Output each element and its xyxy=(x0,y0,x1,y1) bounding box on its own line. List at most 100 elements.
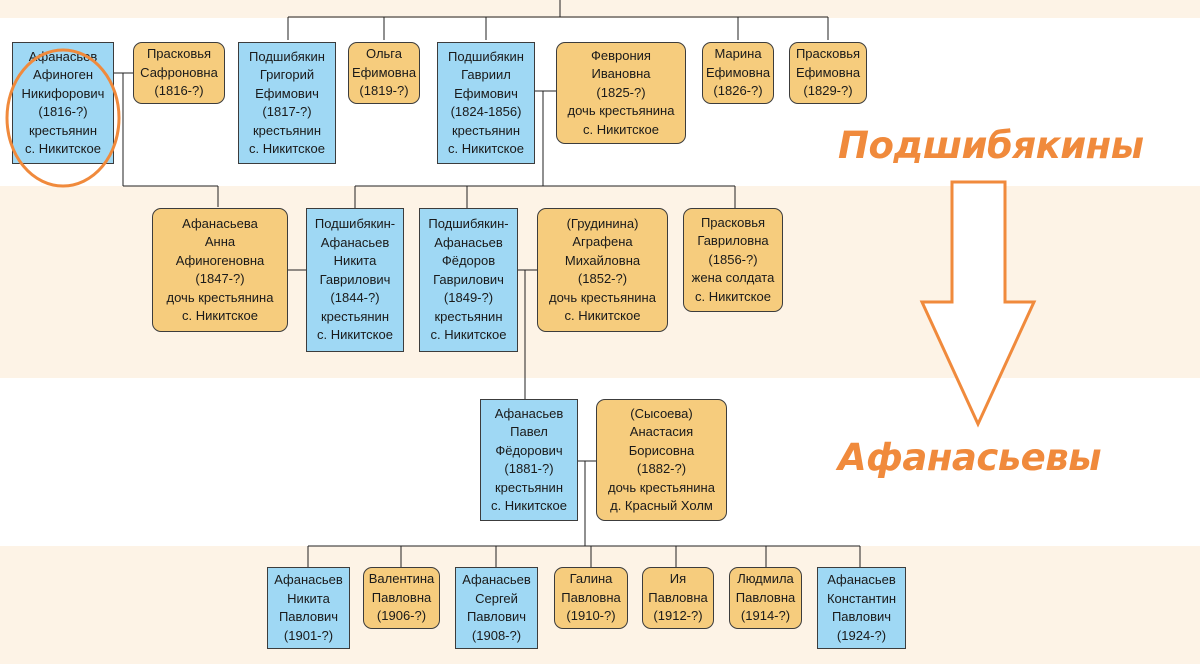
person-card-line: (1912-?) xyxy=(653,608,703,624)
person-card-line: (1826-?) xyxy=(713,83,763,99)
person-card-line: д. Красный Холм xyxy=(610,498,713,513)
person-card-line: Ия xyxy=(669,571,687,587)
person-card-line: Подшибякин- xyxy=(314,216,396,232)
person-card-line: крестьянин xyxy=(434,308,503,324)
top-family-label: Подшибякины xyxy=(838,124,1144,167)
person-card-line: (1844-?) xyxy=(330,290,380,306)
person-card-line: (1849-?) xyxy=(443,290,494,306)
person-card-line: с. Никитское xyxy=(249,141,325,156)
person-card-line: (1816-?) xyxy=(154,83,204,99)
person-card-line: (1852-?) xyxy=(577,271,628,286)
person-card-line: с. Никитское xyxy=(317,327,393,343)
person-card-line: Феврония xyxy=(591,47,651,63)
person-card-line: (Грудинина) xyxy=(566,215,639,231)
person-card-line: крестьянин xyxy=(28,122,98,138)
person-card-line: Подшибякин xyxy=(448,48,524,64)
person-card-line: (1819-?) xyxy=(359,83,409,99)
person-card-line: (1908-?) xyxy=(471,627,522,643)
person-card-line: Валентина xyxy=(368,571,435,587)
person-card-line: Прасковья xyxy=(700,214,766,230)
person-card-line: Никифорович xyxy=(21,85,105,101)
person-card-line: (1910-?) xyxy=(566,608,616,624)
person-card-line: крестьянин xyxy=(494,479,564,495)
person-card-line: (1924-?) xyxy=(836,627,887,643)
person-card-line: Афанасьев xyxy=(28,48,98,64)
person-card-line: Прасковья xyxy=(146,46,212,62)
person-card-line: Ефимовна xyxy=(351,64,417,80)
person-card-line: Ольга xyxy=(365,46,402,62)
person-card-line: Павловна xyxy=(371,589,432,605)
person-card-line: Гаврилович xyxy=(319,271,391,287)
person-card-line: Ивановна xyxy=(591,66,651,82)
person-card-line: дочь крестьянина xyxy=(567,103,675,119)
person-card-line: Гавриловна xyxy=(697,233,769,249)
person-card-line: (1856-?) xyxy=(708,251,758,267)
person-card-line: Ефимович xyxy=(255,85,319,101)
person-card-line: (1825-?) xyxy=(596,84,646,100)
person-card-line: (1906-?) xyxy=(376,608,427,624)
person-card-line: Гаврилович xyxy=(433,271,504,287)
person-card-line: крестьянин xyxy=(320,308,390,324)
person-card-line: (1882-?) xyxy=(636,461,687,476)
person-card-line: Ефимовна xyxy=(705,64,771,80)
person-card-line: с. Никитское xyxy=(430,327,507,343)
person-card-line: Ефимовна xyxy=(795,64,861,80)
person-card-line: (1829-?) xyxy=(803,83,853,99)
person-card-line: Фёдоров xyxy=(441,253,496,269)
person-card-line: Ефимович xyxy=(454,85,518,101)
person-card-line: Павлович xyxy=(278,609,339,624)
person-card-line: Анна xyxy=(204,234,236,249)
person-card-line: Афанасьева xyxy=(182,215,258,231)
person-card-line: Афанасьев xyxy=(274,572,343,587)
person-card-line: дочь крестьянина xyxy=(608,479,715,495)
person-card-line: с. Никитское xyxy=(448,141,524,156)
person-card-line: Павлович xyxy=(831,609,892,624)
person-card-line: (1881-?) xyxy=(504,461,554,476)
person-card-line: с. Никитское xyxy=(182,308,258,323)
person-card-line: Павловна xyxy=(648,589,708,605)
person-card-line: с. Никитское xyxy=(491,498,567,513)
person-card-line: Павел xyxy=(510,424,548,439)
person-card-line: (1816-?) xyxy=(38,104,88,119)
person-card-line: Прасковья xyxy=(795,46,861,62)
person-card-line: с. Никитское xyxy=(583,121,659,137)
person-card-line: Фёдорович xyxy=(495,442,563,458)
person-card-line: Анастасия xyxy=(629,424,694,439)
person-card-line: с. Никитское xyxy=(695,288,771,304)
person-card-line: дочь крестьянина xyxy=(549,289,656,305)
person-card-line: Павловна xyxy=(735,589,796,605)
person-card-line: Павловна xyxy=(561,589,621,605)
person-card-line: (1817-?) xyxy=(262,104,312,119)
person-card-line: Михайловна xyxy=(564,252,641,268)
person-card-line: Сафроновна xyxy=(140,64,218,80)
person-card-line: (1847-?) xyxy=(195,271,245,286)
person-card-line: Подшибякин xyxy=(249,48,325,64)
person-card-line: Сергей xyxy=(475,590,518,606)
person-card-line: Афиноген xyxy=(32,67,94,82)
person-card-line: Афанасьев xyxy=(827,572,896,587)
person-card-line: Аграфена xyxy=(572,234,633,249)
bottom-family-label: Афанасьевы xyxy=(838,436,1102,479)
person-card-line: с. Никитское xyxy=(25,141,101,156)
person-card-line: крестьянин xyxy=(252,122,322,138)
person-card-line: с. Никитское xyxy=(564,308,641,323)
person-card-line: Подшибякин- xyxy=(428,216,509,232)
